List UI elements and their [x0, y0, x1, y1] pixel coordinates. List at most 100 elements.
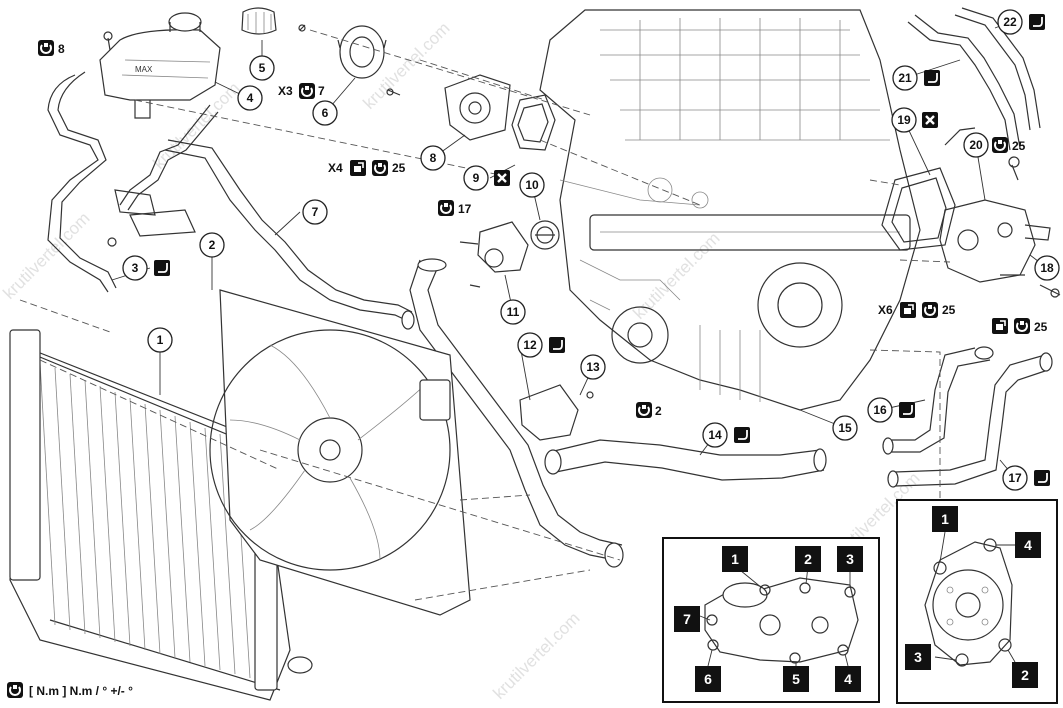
- inset-left-label: 6: [695, 666, 721, 692]
- torque-outlet: X6 25: [878, 301, 956, 319]
- svg-text:17: 17: [1008, 471, 1022, 485]
- inset-right-label: 1: [932, 506, 958, 532]
- watermark-text: krutilvertel.com: [0, 209, 94, 303]
- svg-text:1: 1: [731, 551, 739, 567]
- thermostat: [530, 220, 560, 250]
- svg-text:8: 8: [58, 42, 65, 56]
- hose-21: [907, 14, 1021, 151]
- tighten-order-icon: [899, 301, 917, 319]
- svg-text:4: 4: [247, 91, 254, 105]
- inset-left-label: 5: [783, 666, 809, 692]
- hose-clamp-icon: [1028, 13, 1046, 31]
- hose-14: [544, 439, 827, 481]
- callout-22: 22: [997, 9, 1023, 35]
- svg-text:6: 6: [704, 671, 712, 687]
- svg-text:22: 22: [1003, 15, 1017, 29]
- hose-16: [882, 346, 994, 455]
- hose-7: [164, 139, 415, 330]
- hose-clamp-icon: [923, 69, 941, 87]
- torque-thermostat: 17: [437, 199, 472, 217]
- svg-text:8: 8: [430, 151, 437, 165]
- svg-text:1: 1: [157, 333, 164, 347]
- svg-text:4: 4: [844, 671, 852, 687]
- hose-clamp-icon: [898, 401, 916, 419]
- svg-text:25: 25: [942, 303, 956, 317]
- callout-21: 21: [892, 65, 918, 91]
- inset-outlet-housing: 1 2 3 7 6 5 4: [662, 537, 880, 703]
- hose-clamp-icon: [548, 336, 566, 354]
- svg-text:25: 25: [1012, 139, 1026, 153]
- inset-left-label: 3: [837, 546, 863, 572]
- sensor-13: [519, 384, 594, 441]
- svg-text:16: 16: [873, 403, 887, 417]
- callout-19: 19: [891, 107, 917, 133]
- svg-text:4: 4: [1024, 537, 1032, 553]
- callout-14: 14: [702, 422, 728, 448]
- torque-icon: [1013, 317, 1031, 335]
- svg-text:11: 11: [507, 305, 520, 319]
- inset-left-label: 1: [722, 546, 748, 572]
- callout-7: 7: [302, 199, 328, 225]
- svg-text:25: 25: [392, 161, 406, 175]
- callout-10: 10: [519, 172, 545, 198]
- torque-icon: [635, 401, 653, 419]
- inset-left-label: 4: [835, 666, 861, 692]
- svg-text:12: 12: [523, 338, 537, 352]
- callout-12: 12: [517, 332, 543, 358]
- torque-icon: [921, 301, 939, 319]
- svg-text:14: 14: [708, 428, 722, 442]
- svg-text:13: 13: [586, 360, 600, 374]
- svg-text:6: 6: [322, 106, 329, 120]
- torque-water-pump: X4 25: [328, 159, 406, 177]
- svg-text:25: 25: [1034, 320, 1048, 334]
- hose-clamp-icon: [153, 259, 171, 277]
- watermark-text: krutilvertel.com: [629, 229, 723, 323]
- hose-17: [887, 352, 1053, 488]
- torque-pulley: X3 7: [278, 82, 325, 100]
- callouts: 1 2 3 4 5 6 7 8 9 10 11 12 13 14 15 16 1…: [122, 9, 1060, 491]
- svg-text:19: 19: [897, 113, 911, 127]
- fan-shroud: [209, 289, 471, 616]
- svg-text:MAX: MAX: [135, 65, 153, 74]
- hose-clamp-icon: [1033, 469, 1051, 487]
- callout-4: 4: [237, 85, 263, 111]
- callout-9: 9: [463, 165, 489, 191]
- hose-bracket: [1000, 274, 1061, 298]
- torque-8: 8: [37, 39, 65, 57]
- svg-text:2: 2: [655, 404, 662, 418]
- inset-right-labels: 1 4 3 2: [905, 506, 1041, 688]
- callout-5: 5: [249, 55, 275, 81]
- svg-text:15: 15: [838, 421, 852, 435]
- expansion-tank-cap: [241, 7, 277, 35]
- torque-icon: [437, 199, 455, 217]
- svg-text:X6: X6: [878, 303, 893, 317]
- svg-text:9: 9: [473, 171, 480, 185]
- svg-text:2: 2: [209, 238, 216, 252]
- svg-text:7: 7: [318, 84, 325, 98]
- svg-text:X3: X3: [278, 84, 293, 98]
- torque-legend: [ N.m ] N.m / ° +/- °: [6, 681, 133, 699]
- inset-right-label: 3: [905, 644, 931, 670]
- replace-part-icon: [492, 168, 512, 188]
- hose-12: [409, 258, 624, 568]
- torque-icon: [298, 82, 316, 100]
- svg-text:17: 17: [458, 202, 472, 216]
- svg-text:7: 7: [312, 205, 319, 219]
- hose-21-end: [944, 127, 976, 146]
- torque-bracket-18: 25: [991, 317, 1048, 335]
- inset-left-labels: 1 2 3 7 6 5 4: [674, 546, 863, 692]
- expansion-tank: MAX: [99, 12, 221, 119]
- svg-text:3: 3: [846, 551, 854, 567]
- water-pump: [386, 74, 511, 141]
- callout-2: 2: [199, 232, 225, 258]
- inset-right-label: 4: [1015, 532, 1041, 558]
- torque-sensor: 2: [635, 401, 662, 419]
- svg-text:3: 3: [132, 261, 139, 275]
- inset-left-label: 2: [795, 546, 821, 572]
- callout-17: 17: [1002, 465, 1028, 491]
- svg-text:5: 5: [259, 61, 266, 75]
- torque-icon: [991, 136, 1009, 154]
- water-pump-pulley: [298, 24, 387, 79]
- legend-text: [ N.m ] N.m / ° +/- °: [29, 684, 133, 698]
